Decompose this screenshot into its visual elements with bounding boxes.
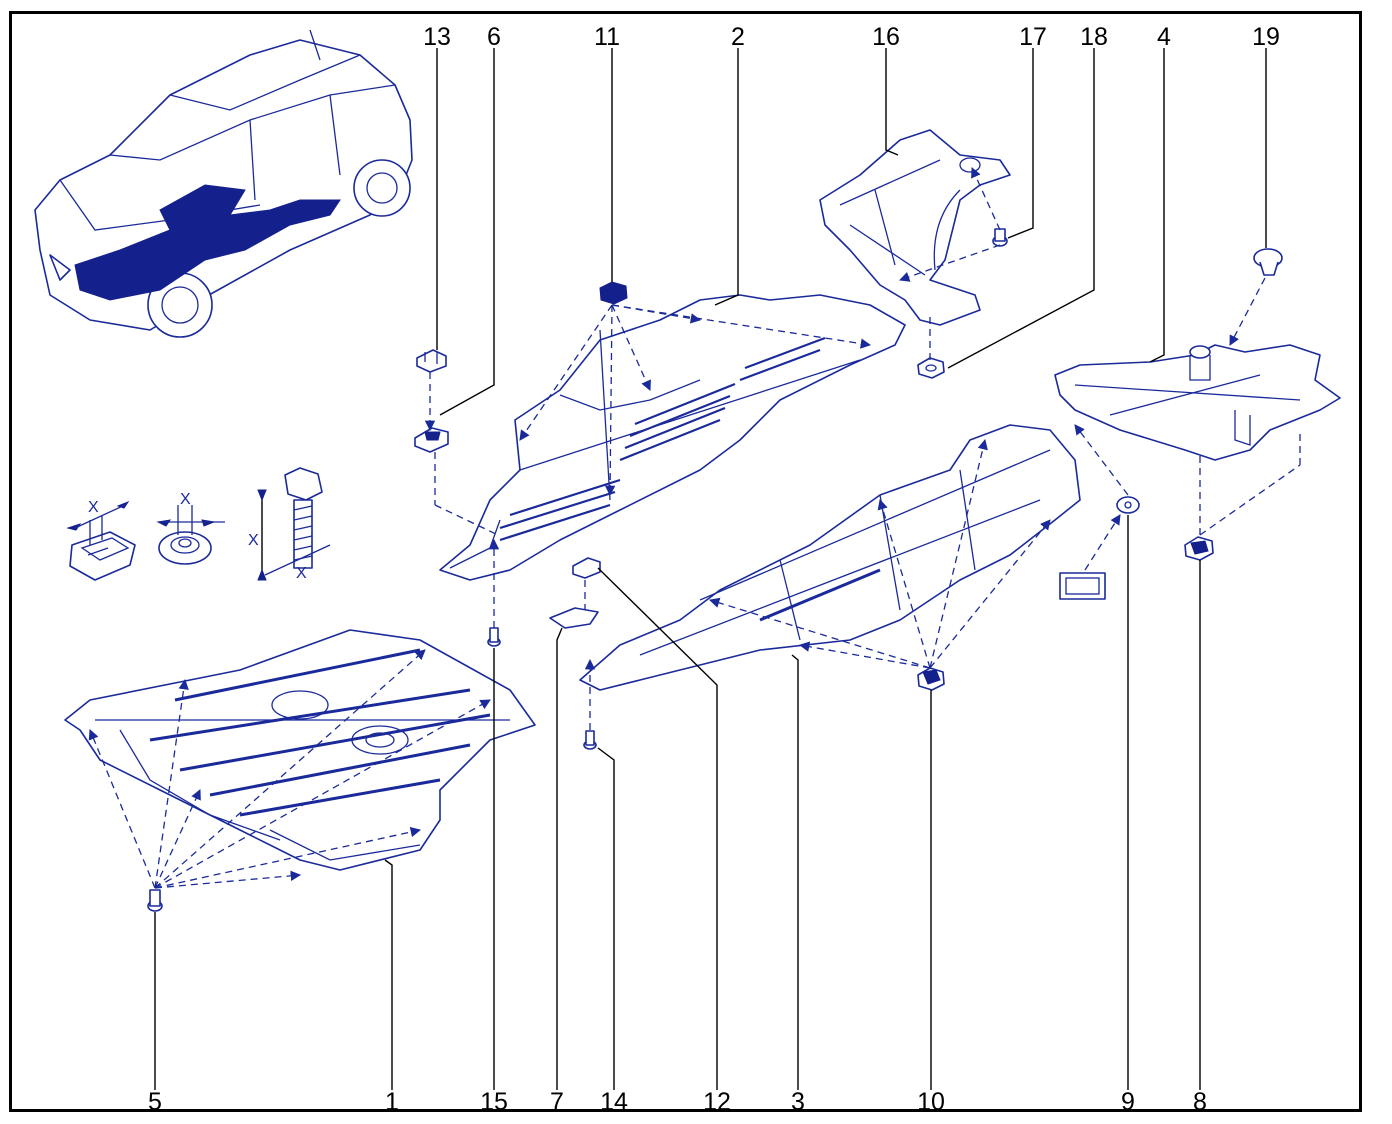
fastener-detail-bolt: X X <box>248 467 331 582</box>
dimension-mark-x-3: X <box>248 532 259 549</box>
callout-3: 3 <box>791 1088 805 1116</box>
part-17-clip <box>992 228 1008 247</box>
part-19-push-clip <box>1253 248 1283 276</box>
part-2-central-underbody-panel <box>439 294 906 581</box>
callout-11: 11 <box>594 23 620 51</box>
dimension-mark-x-1: X <box>88 499 99 516</box>
part-1-front-engine-shield <box>64 629 536 871</box>
dimension-mark-x-2: X <box>180 491 191 508</box>
callout-16: 16 <box>872 23 900 51</box>
part-16-rear-wheel-shield <box>819 129 1011 326</box>
dimension-mark-x-4: X <box>296 565 307 582</box>
callout-5: 5 <box>148 1088 162 1116</box>
part-3-rear-underbody-panel <box>579 424 1081 691</box>
fastener-detail-grommet: X <box>156 491 225 565</box>
seal-pad <box>1059 572 1106 600</box>
callout-4: 4 <box>1157 23 1171 51</box>
part-6-clip <box>414 427 449 453</box>
part-12-clip <box>572 557 601 579</box>
callout-19: 19 <box>1252 23 1280 51</box>
callout-7: 7 <box>550 1088 564 1116</box>
callout-8: 8 <box>1193 1088 1207 1116</box>
callout-9: 9 <box>1121 1088 1135 1116</box>
part-14-bolt <box>583 730 597 750</box>
part-8-nut <box>1184 536 1214 561</box>
assembly-lines <box>88 167 1301 889</box>
callout-18: 18 <box>1080 23 1108 51</box>
callout-14: 14 <box>600 1088 628 1116</box>
callout-1: 1 <box>385 1088 399 1116</box>
part-11-nut <box>599 281 628 305</box>
callout-12: 12 <box>703 1088 731 1116</box>
callout-2: 2 <box>731 23 745 51</box>
fastener-detail-clip: X <box>66 499 136 581</box>
part-10-nut <box>917 667 945 691</box>
part-9-clip <box>1116 496 1140 514</box>
part-5-bolt <box>147 889 163 912</box>
part-7-clip <box>549 607 599 629</box>
part-18-nut <box>917 357 945 379</box>
callout-13: 13 <box>423 23 451 51</box>
callout-15: 15 <box>480 1088 508 1116</box>
callout-6: 6 <box>487 23 501 51</box>
callout-17: 17 <box>1019 23 1047 51</box>
callout-10: 10 <box>917 1088 945 1116</box>
part-4-rear-side-shield <box>1054 344 1341 461</box>
callout-labels: 13 6 11 2 16 17 18 4 19 5 1 15 7 14 12 3… <box>148 23 1280 1116</box>
part-15-bolt <box>487 627 501 647</box>
part-13-clip <box>416 349 447 373</box>
vehicle-locator-illustration <box>34 29 413 338</box>
underbody-highlight <box>74 184 341 301</box>
leader-lines <box>154 48 1267 1090</box>
